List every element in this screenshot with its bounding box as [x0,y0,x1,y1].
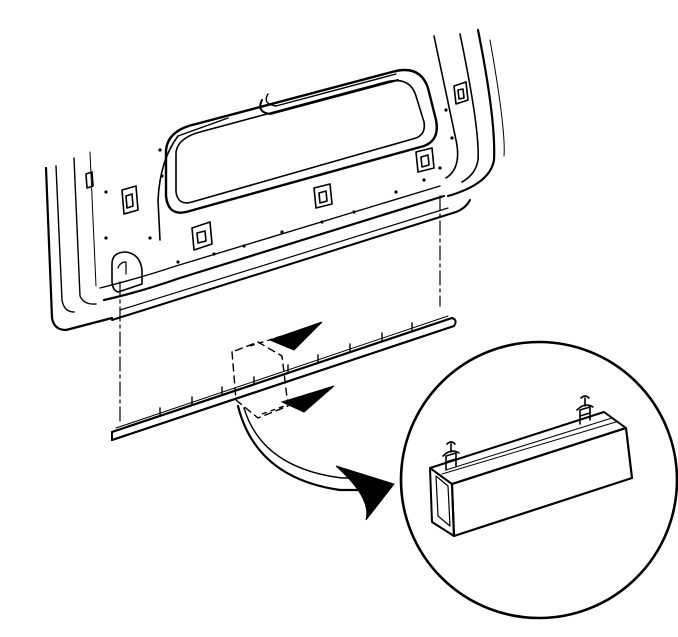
clip-pockets [85,81,469,293]
direction-arrow-icon [249,321,323,351]
fastener-holes [104,108,454,264]
door-panel [44,28,505,332]
strip-retainers [159,322,413,417]
molding-strip [110,315,457,442]
molding-section-detail [429,411,634,538]
detail-magnifier-icon [399,340,678,620]
direction-arrow-icon [261,385,335,415]
alignment-lines [119,195,441,425]
retainer-clip-icon [442,395,594,471]
detail-callout-box [231,341,289,419]
callout-arrow [236,404,395,521]
